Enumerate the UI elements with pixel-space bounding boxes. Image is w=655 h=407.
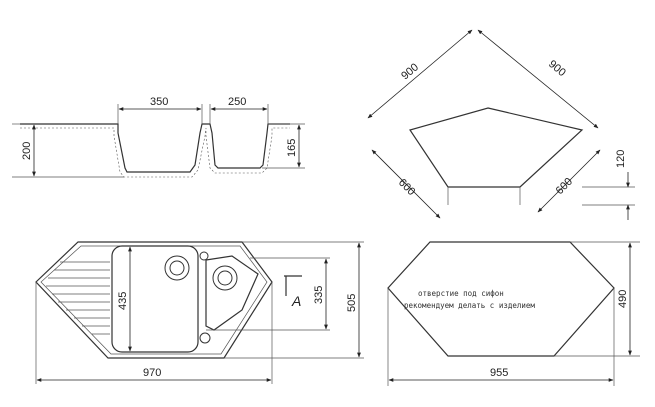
drain-large-inner [169,260,185,276]
dim-line-600-right [537,149,601,213]
section-profile-inner [20,127,290,178]
drain-large-outer [164,255,190,281]
dim-bowl-large-depth: 435 [117,292,129,310]
section-profile-outline [20,123,290,173]
corner-outline-view: 900 900 600 600 120 [367,29,635,220]
dim-wing-right: 600 [554,176,575,197]
dim-top-right: 900 [546,58,568,79]
dim-bowl-small-width: 250 [228,96,246,108]
dim-cutout-depth: 490 [617,290,629,308]
sink-plan-view: 435 335 505 970 A [35,241,364,384]
overflow-hole [199,332,211,344]
section-marker: A [284,275,302,309]
cutout-template-view: отверстие под сифон рекомендуем делать с… [387,241,640,386]
drain-small-outer [212,265,238,291]
dim-sink-depth: 505 [346,294,358,312]
dim-cutout-width: 955 [490,367,508,379]
dim-corner-offset: 120 [615,150,627,168]
drain-small-inner [217,270,233,286]
dim-wing-left: 600 [396,177,417,198]
dim-line-900-right [477,29,599,129]
dim-depth-small: 165 [286,139,298,157]
bowl-large [111,245,199,353]
dim-bowl-small-depth: 335 [313,286,325,304]
drainboard-ribs [46,261,110,335]
bowl-small [205,255,259,331]
dim-depth-total: 200 [21,142,33,160]
section-view: 350 250 200 165 [12,96,305,178]
corner-outline [409,107,584,188]
section-marker-label: A [291,293,301,309]
cutout-note-line2: рекомендуем делать с изделием [404,301,535,310]
dim-line-600-left [371,149,441,219]
cutout-note-line1: отверстие под сифон [418,289,504,298]
tap-hole [199,251,209,261]
dim-sink-width: 970 [143,367,161,379]
dim-bowl-large-width: 350 [150,96,168,108]
dim-top-left: 900 [399,61,421,82]
sink-plan-inner-rim [40,245,268,355]
dim-line-900-left [367,29,473,119]
cutout-outline [387,241,615,357]
